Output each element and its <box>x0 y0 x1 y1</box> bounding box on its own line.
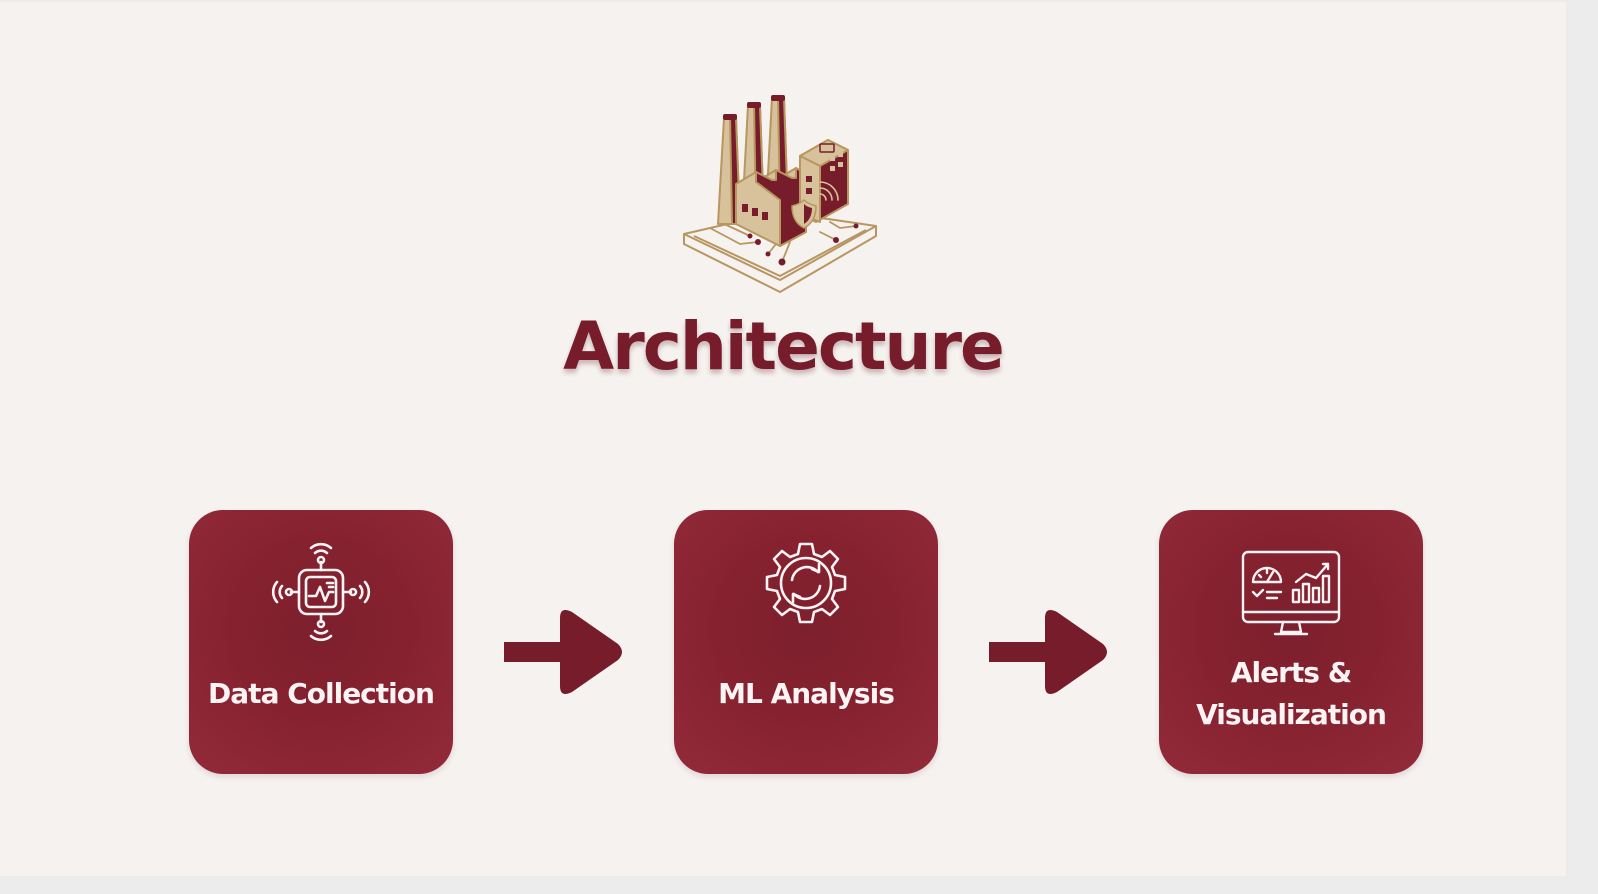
gear-refresh-icon <box>765 542 847 624</box>
step-card-data-collection[interactable]: Data Collection <box>189 510 453 774</box>
arrow-right-icon <box>504 610 622 694</box>
page-title: Architecture <box>563 308 1005 385</box>
dashboard-monitor-icon <box>1241 550 1341 636</box>
step-card-ml-analysis[interactable]: ML Analysis <box>674 510 938 774</box>
step-label: Alerts & Visualization <box>1196 656 1387 731</box>
step-card-alerts-visualization[interactable]: Alerts & Visualization <box>1159 510 1423 774</box>
iot-chip-sensor-icon <box>271 542 371 642</box>
arrow-right-icon <box>989 610 1107 694</box>
step-label: Data Collection <box>208 677 435 710</box>
slide: Architecture Data Collection <box>0 2 1566 876</box>
smart-factory-icon <box>683 95 877 293</box>
step-label: ML Analysis <box>718 677 895 710</box>
